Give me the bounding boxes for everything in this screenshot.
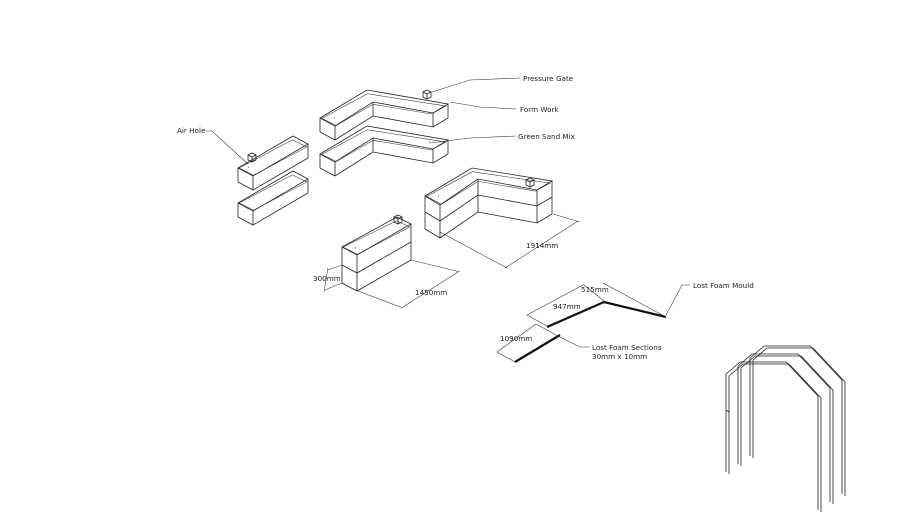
dim-ext-1450-a bbox=[357, 290, 404, 309]
dim-section-length: 1090mm bbox=[500, 334, 532, 343]
arch-section-3-outer bbox=[749, 345, 843, 494]
dim-line-1090 bbox=[496, 323, 537, 353]
assembled-box-mould-layer bbox=[341, 259, 412, 292]
dim-ext-515 bbox=[582, 283, 605, 302]
form-work-l bbox=[319, 89, 450, 141]
dim-ext-1914-b bbox=[552, 213, 581, 223]
dim-line-1914 bbox=[504, 220, 579, 269]
arch-gap bbox=[725, 409, 730, 413]
lost-foam-mould bbox=[546, 300, 667, 329]
arch-section-2-outer bbox=[737, 353, 831, 502]
dim-line-300 bbox=[324, 282, 343, 291]
leader-lost-foam-mould-2 bbox=[602, 282, 667, 318]
dimension-lines bbox=[206, 77, 690, 363]
air-hole-gate-icon bbox=[247, 152, 257, 163]
label-green-sand-mix: Green Sand Mix bbox=[518, 132, 576, 141]
assembled-l-mould-top bbox=[424, 167, 554, 206]
form-work-l-top bbox=[319, 89, 450, 127]
arch-section-2-inner bbox=[740, 355, 834, 504]
label-pressure-gate: Pressure Gate bbox=[523, 74, 574, 83]
dim-ext-1450-b bbox=[410, 259, 461, 273]
lost-foam-section bbox=[514, 334, 561, 363]
arch-section-3-inner bbox=[752, 347, 846, 496]
dim-ext-300-a bbox=[327, 264, 343, 271]
dim-ext-1090-a bbox=[496, 351, 516, 363]
air-hole-sand-box-top bbox=[237, 170, 309, 212]
green-sand-l-top bbox=[319, 125, 450, 163]
form-work-l-rim bbox=[321, 93, 447, 126]
air-hole-sand-box-rim bbox=[238, 174, 308, 211]
dim-box-height: 300mm bbox=[313, 274, 341, 283]
dim-line-947 bbox=[526, 284, 584, 316]
dim-ext-1090-b bbox=[535, 323, 559, 337]
arch-section-1-inner bbox=[728, 363, 822, 512]
assembled-l-mould bbox=[424, 167, 554, 239]
dim-line-1450 bbox=[402, 271, 459, 308]
green-sand-l-rim bbox=[321, 129, 447, 162]
dim-l-length: 1914mm bbox=[526, 241, 558, 250]
label-lost-foam-sections: Lost Foam Sections bbox=[592, 343, 662, 352]
form-work-l-layer bbox=[319, 115, 449, 141]
air-hole-formwork-box-rim bbox=[238, 139, 308, 176]
air-hole-formwork-box bbox=[237, 135, 309, 191]
pressure-gate-icon-top bbox=[422, 89, 432, 95]
assembled-box-mould-layer bbox=[341, 241, 412, 274]
assembled-l-gate-icon bbox=[525, 177, 535, 188]
pressure-gate-icon bbox=[422, 89, 432, 100]
dim-box-length: 1450mm bbox=[415, 288, 447, 297]
dim-ext-1914-a bbox=[439, 231, 508, 269]
assembled-box-mould-rim bbox=[342, 220, 411, 255]
green-sand-l-layer bbox=[319, 151, 449, 177]
air-hole-sand-box bbox=[237, 170, 309, 226]
assembled-l-mould-rim bbox=[426, 171, 551, 205]
air-hole-formwork-box-top bbox=[237, 135, 309, 177]
leader-form-work bbox=[449, 101, 517, 110]
air-hole-sand-box-layer bbox=[237, 192, 309, 226]
leader-pressure-gate bbox=[431, 77, 521, 93]
air-hole-formwork-box-layer bbox=[237, 157, 309, 191]
assembled-box-gate-icon bbox=[393, 214, 403, 225]
leader-air-hole bbox=[206, 130, 249, 165]
leader-green-sand bbox=[429, 135, 517, 144]
dim-ext-947 bbox=[526, 314, 548, 327]
mould-parts bbox=[237, 89, 846, 512]
label-lost-foam-mould: Lost Foam Mould bbox=[693, 281, 754, 290]
label-lost-foam-sections-size: 30mm x 10mm bbox=[592, 352, 647, 361]
assembled-box-mould bbox=[341, 216, 412, 292]
air-hole-gate-icon-top bbox=[247, 152, 257, 158]
leader-lost-foam-sections bbox=[557, 335, 590, 348]
green-sand-l bbox=[319, 125, 450, 177]
leader-lost-foam-mould bbox=[665, 284, 690, 316]
assembled-l-mould-layer bbox=[424, 194, 553, 222]
label-air-hole: Air Hole bbox=[177, 126, 206, 135]
assembled-l-mould-layer bbox=[424, 211, 553, 239]
arch-section-1-outer bbox=[725, 361, 819, 510]
dim-mould-b: 947mm bbox=[553, 302, 581, 311]
dim-mould-a: 515mm bbox=[581, 285, 609, 294]
label-form-work: Form Work bbox=[520, 105, 559, 114]
dim-line-300-b bbox=[323, 267, 329, 293]
